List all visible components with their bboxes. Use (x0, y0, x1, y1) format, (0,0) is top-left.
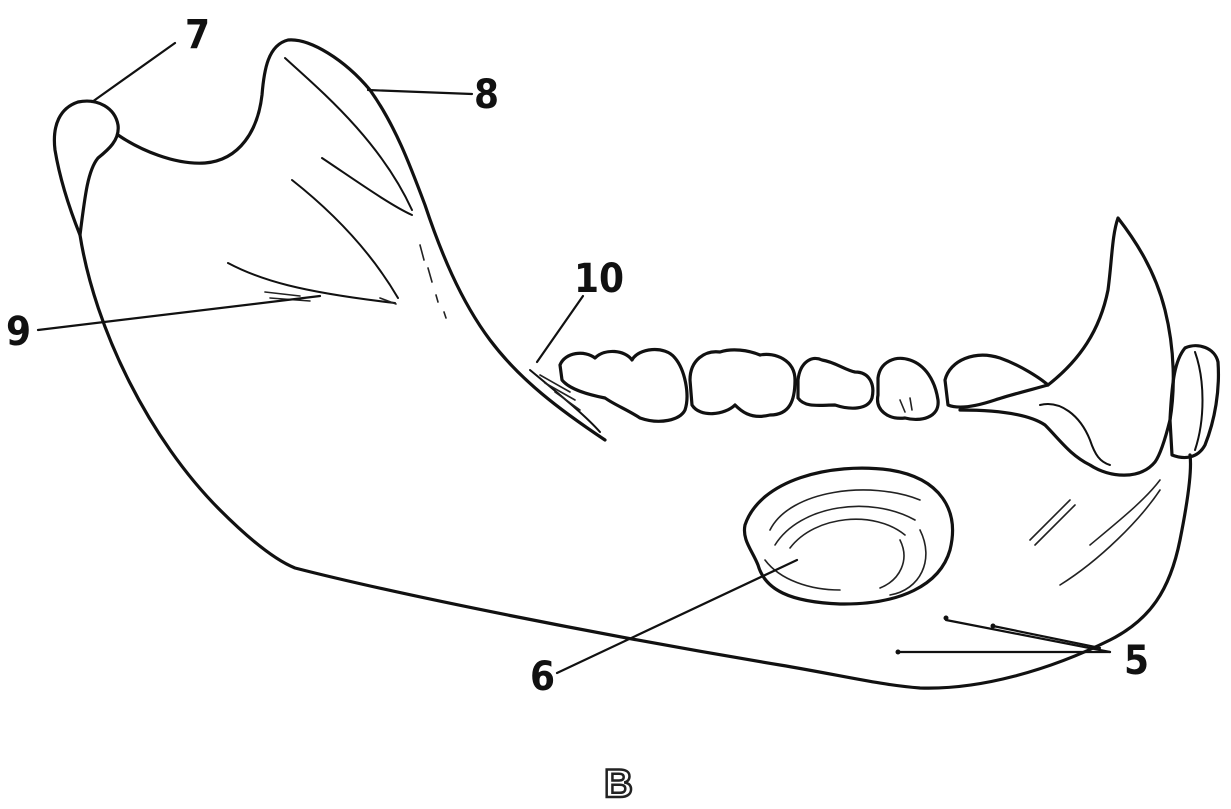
fossa-inner-rings (765, 490, 926, 595)
premolar-detail (900, 398, 912, 412)
coronoid-process (118, 40, 605, 440)
leader-9 (38, 296, 320, 330)
condyle (54, 101, 118, 235)
molar-1 (690, 350, 795, 416)
figure-caption: B (604, 762, 633, 806)
leader-6 (557, 560, 797, 673)
label-8: 8 (474, 72, 499, 118)
body-ridge-3 (1090, 480, 1160, 545)
premolar-2 (878, 358, 939, 419)
retromolar-edge (530, 370, 600, 432)
leader-5c (993, 626, 1100, 648)
retromolar-hatch (540, 375, 580, 410)
canine-tooth (960, 218, 1173, 475)
fossa-6 (744, 468, 952, 604)
label-7: 7 (185, 12, 210, 58)
label-5: 5 (1124, 638, 1149, 684)
incisor-tooth (1170, 346, 1218, 458)
incisor-inner-line (1195, 352, 1203, 450)
leader-7 (92, 43, 175, 102)
label-6: 6 (530, 654, 555, 700)
mandible-outline (80, 235, 1191, 688)
masseteric-ridge-2 (322, 158, 412, 215)
leader-8 (368, 90, 472, 94)
premolar-1 (798, 358, 873, 408)
body-ridge-1 (1030, 500, 1075, 545)
premolar-3 (945, 355, 1048, 407)
label-9: 9 (6, 309, 31, 355)
ridge-hatch (420, 245, 446, 318)
masseteric-ridge-3 (285, 58, 412, 210)
label-10: 10 (574, 256, 624, 302)
leader-5a (946, 620, 1110, 652)
